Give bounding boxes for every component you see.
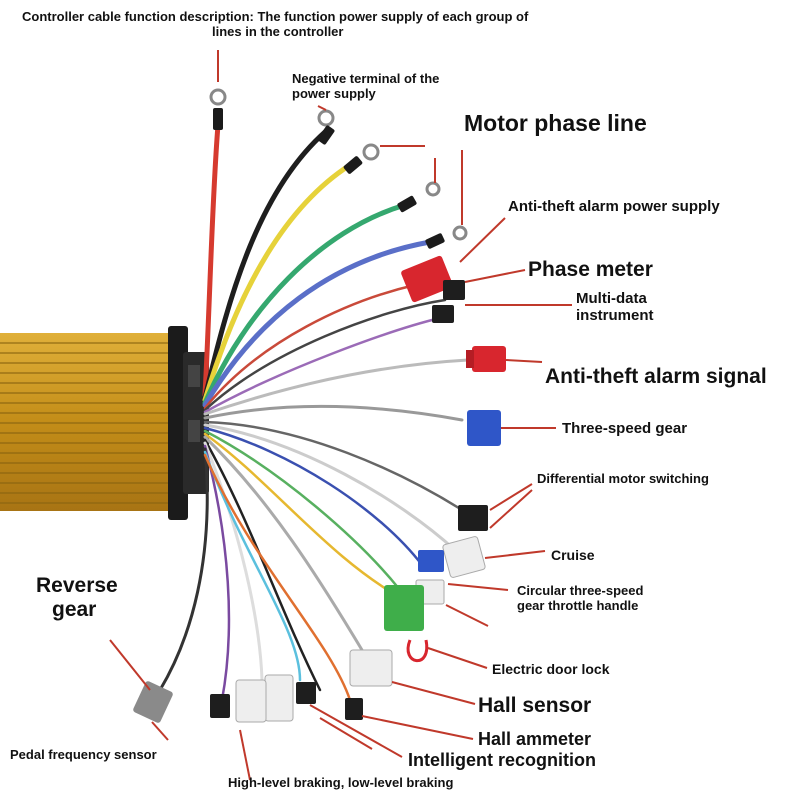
- label-multidata-line-2: instrument: [576, 307, 654, 325]
- label-antitheft-signal: Anti-theft alarm signal: [545, 365, 767, 388]
- header-line-1: Controller cable function description: T…: [22, 9, 529, 24]
- terminal-sleeves: [213, 108, 445, 249]
- wire-bundle: [158, 122, 472, 702]
- label-pedal-frequency-sensor: Pedal frequency sensor: [10, 747, 157, 762]
- pointer-lines: [109, 50, 572, 781]
- label-circular-line-1: Circular three-speed: [517, 583, 644, 598]
- label-reverse-gear: Reverse gear: [36, 574, 118, 622]
- connector-pedal-sensor: [133, 681, 173, 723]
- label-electric-door-lock: Electric door lock: [492, 661, 610, 677]
- label-motor-phase-line: Motor phase line: [464, 110, 647, 136]
- label-reverse-line-2: gear: [52, 598, 97, 622]
- header-title: Controller cable function description: T…: [22, 9, 529, 40]
- connector-antitheft-signal: [466, 346, 506, 372]
- connector-phase-meter: [401, 255, 453, 303]
- connector-multidata: [432, 280, 465, 323]
- ring-terminals: [209, 88, 468, 241]
- connector-hall-ammeter: [345, 698, 363, 720]
- controller-end-cap: [168, 326, 209, 520]
- label-hall-sensor: Hall sensor: [478, 694, 592, 717]
- label-intelligent-recognition: Intelligent recognition: [408, 750, 596, 770]
- label-reverse-line-1: Reverse: [36, 574, 118, 597]
- label-circular-throttle: Circular three-speed gear throttle handl…: [517, 583, 644, 614]
- connector-braking: [210, 679, 267, 723]
- connector-differential: [458, 505, 488, 531]
- label-circular-line-2: gear throttle handle: [517, 597, 639, 613]
- connector-cruise: [418, 536, 486, 578]
- connector-intelligent: [264, 674, 316, 722]
- label-three-speed-gear: Three-speed gear: [562, 420, 688, 437]
- label-negative-line-2: power supply: [292, 85, 376, 101]
- connector-three-speed: [467, 410, 501, 446]
- label-multidata-instrument: Multi-data instrument: [576, 290, 654, 325]
- label-differential-motor: Differential motor switching: [537, 471, 709, 486]
- label-negative-line-1: Negative terminal of the: [292, 71, 440, 86]
- connector-door-lock: [384, 585, 429, 663]
- label-antitheft-power: Anti-theft alarm power supply: [508, 198, 720, 215]
- label-negative-terminal: Negative terminal of the power supply: [292, 71, 440, 102]
- label-hall-ammeter: Hall ammeter: [478, 729, 592, 749]
- label-phase-meter: Phase meter: [528, 258, 653, 281]
- controller-housing: [0, 333, 182, 511]
- connector-hall-sensor: [349, 649, 393, 687]
- label-cruise: Cruise: [551, 547, 595, 563]
- header-line-2: lines in the controller: [212, 23, 344, 39]
- label-braking: High-level braking, low-level braking: [228, 775, 454, 790]
- label-multidata-line-1: Multi-data: [576, 290, 647, 307]
